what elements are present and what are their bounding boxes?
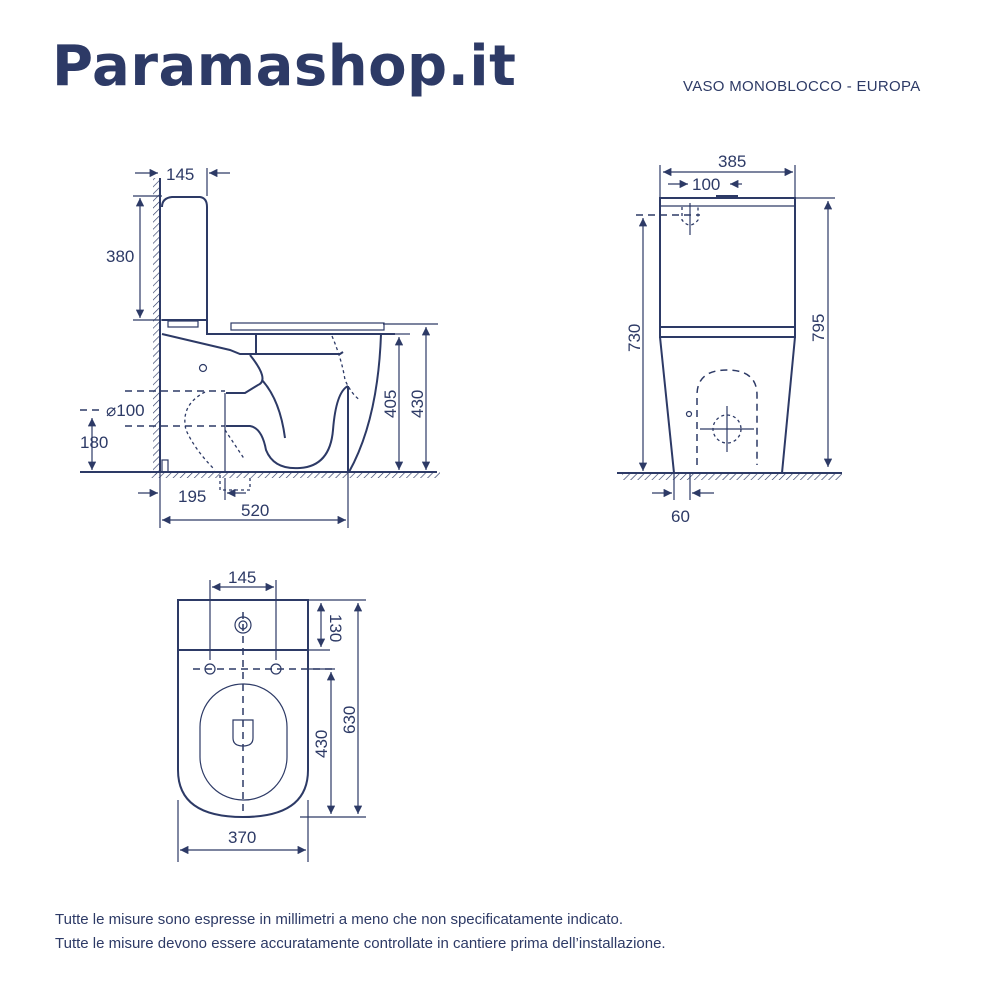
dim-base-offset: 60 bbox=[671, 507, 690, 526]
trap-inner bbox=[261, 379, 286, 439]
trap-upper bbox=[226, 354, 264, 394]
dim-seat-height: 430 bbox=[408, 390, 427, 418]
bowl-top-outline bbox=[177, 650, 309, 819]
wall-hatch bbox=[153, 178, 160, 475]
dim-bowl-length: 430 bbox=[312, 730, 331, 758]
dim-inlet-height: 730 bbox=[625, 324, 644, 352]
dim-outlet-distance: 195 bbox=[178, 487, 206, 506]
bowl-front-outline bbox=[659, 336, 796, 474]
top-view: 145 130 430 630 370 bbox=[177, 568, 366, 862]
tank-base bbox=[167, 320, 199, 328]
bowl-rim bbox=[206, 320, 395, 335]
dim-inlet-offset: 100 bbox=[692, 175, 720, 194]
dim-width-top: 370 bbox=[228, 828, 256, 847]
dim-width: 385 bbox=[718, 152, 746, 171]
floor-hatch bbox=[150, 472, 440, 478]
dim-outlet-height: 180 bbox=[80, 433, 108, 452]
side-view: 145 380 405 430 ⌀100 180 195 520 bbox=[80, 165, 440, 528]
footer-note-2: Tutte le misure devono essere accuratame… bbox=[55, 935, 666, 952]
trap-lower bbox=[226, 385, 349, 470]
dim-tank-height: 380 bbox=[106, 247, 134, 266]
brand-logo: Paramashop.it bbox=[52, 34, 517, 99]
dim-total-height: 795 bbox=[809, 314, 828, 342]
flush-button bbox=[716, 195, 738, 199]
tank-front bbox=[659, 197, 796, 338]
seat bbox=[230, 322, 385, 331]
dim-fixing-distance: 145 bbox=[228, 568, 256, 587]
bowl-front bbox=[348, 333, 382, 473]
front-view: 385 100 730 795 60 bbox=[617, 152, 842, 526]
dim-total-length: 630 bbox=[340, 706, 359, 734]
dim-outlet-diameter: ⌀100 bbox=[106, 401, 145, 420]
footer-note-1: Tutte le misure sono espresse in millime… bbox=[55, 911, 624, 928]
tank-outline bbox=[161, 196, 208, 321]
dim-total-depth: 520 bbox=[241, 501, 269, 520]
bowl-back-top bbox=[161, 333, 257, 355]
product-title: VASO MONOBLOCCO - EUROPA bbox=[683, 78, 921, 95]
bowl-top-inner bbox=[256, 351, 344, 355]
dim-tank-depth: 145 bbox=[166, 165, 194, 184]
dim-rim-height: 405 bbox=[381, 390, 400, 418]
dim-tank-depth-top: 130 bbox=[326, 614, 345, 642]
